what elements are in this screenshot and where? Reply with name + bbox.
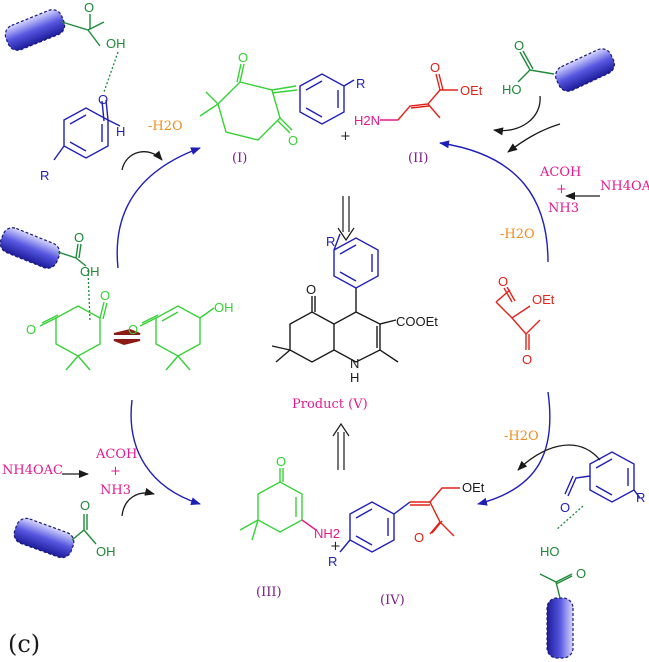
atom-o-benzaldehyde-top: O: [98, 92, 108, 107]
cycle-arrow-left-up: [116, 147, 201, 269]
atom-o-bottom-left-acid: O: [80, 498, 90, 513]
atom-o-top-right-acid: O: [514, 38, 524, 53]
tautomer-equilibrium-arrows: [113, 328, 141, 346]
atom-o-dimedone-keto-2: O: [100, 288, 110, 303]
atom-ho-top-right-acid: HO: [502, 82, 522, 97]
atom-o-compound-I-top: O: [238, 50, 248, 65]
carboxylic-acid-bottom-right: [539, 573, 573, 599]
atom-oh-left-middle-acid: OH: [80, 264, 100, 279]
hollow-arrow-down: [337, 196, 355, 242]
plus-right: +: [556, 182, 567, 197]
label-compound-I: (I): [232, 151, 247, 166]
catalyst-arrow-top-right: [493, 95, 541, 136]
benzaldehyde-top-left: [53, 99, 121, 161]
acoh-left: ACOH: [95, 447, 137, 462]
atom-r-compound-I: R: [356, 76, 365, 91]
benzaldehyde-bottom-right: [564, 451, 641, 503]
catalyst-arrow-top-right-2: [507, 123, 561, 153]
label-product: Product (V): [292, 397, 368, 412]
catalyst-pad-top-right: [555, 48, 615, 92]
atom-o-dimedone-keto-1: O: [26, 322, 36, 337]
plus-sign-bottom: +: [330, 539, 341, 554]
atom-oh-bottom-left-acid: OH: [96, 544, 116, 559]
compound-II-structure: [380, 73, 458, 121]
atom-o-bottom-right-acid: O: [576, 566, 586, 581]
compound-III-structure: [239, 468, 317, 541]
catalyst-pad-left-middle: [0, 227, 61, 269]
atom-oh-top-left-acid: OH: [106, 36, 126, 51]
carboxylic-acid-top-left: [61, 14, 105, 47]
atom-h2n-compound-II: H2N: [354, 113, 380, 128]
product-V-structure: [271, 233, 399, 363]
panel-label: (c): [8, 630, 40, 658]
catalyst-pad-bottom-left: [13, 517, 75, 559]
catalyst-pad-bottom-right: [546, 597, 574, 659]
catalyst-arrow-bottom-right: [517, 444, 601, 471]
dimedone-enol-structure: [139, 305, 215, 371]
minus-water-bottom-right: -H2O: [504, 429, 539, 444]
atom-o-compound-IV: O: [414, 530, 424, 545]
atom-ho-bottom-right-acid: HO: [540, 544, 560, 559]
atom-r-product: R: [326, 234, 335, 249]
catalyst-arrow-bottom-left: [121, 487, 155, 517]
label-compound-III: (III): [256, 585, 282, 600]
atom-oet-compound-II: OEt: [460, 83, 483, 98]
atom-o-left-middle-acid: O: [74, 230, 84, 245]
ethyl-acetoacetate-structure: [495, 286, 541, 350]
atom-h-product: H: [350, 370, 359, 385]
atom-nh2-compound-III: NH2: [314, 526, 340, 541]
cycle-arrow-left-down: [130, 399, 201, 506]
atom-o-benzaldehyde-bottom: O: [560, 500, 570, 515]
atom-o-top-left-acid: O: [84, 0, 94, 15]
compound-I-structure: [199, 63, 355, 141]
carboxylic-acid-bottom-left: [71, 514, 97, 545]
hollow-arrow-up: [332, 422, 350, 470]
atom-o-compound-I-bottom: O: [288, 133, 298, 148]
atom-o-dimedone-enol: O: [128, 322, 138, 337]
carboxylic-acid-top-right: [517, 50, 555, 83]
atom-o-eaa-ester: O: [498, 274, 508, 289]
atom-o-product: O: [306, 282, 316, 297]
atom-cooet-product: COOEt: [396, 314, 438, 329]
atom-r-benzaldehyde-bottom: R: [636, 490, 645, 505]
atom-n-product: N: [350, 356, 359, 371]
minus-water-right: -H2O: [500, 227, 535, 242]
atom-o-eaa-ketone: O: [522, 352, 532, 367]
nh3-right: NH3: [548, 201, 579, 216]
hydrogen-bond-left-middle: [87, 269, 91, 323]
compound-IV-structure: [339, 487, 460, 553]
catalyst-pad-top-left: [4, 9, 66, 51]
plus-sign-top: +: [340, 129, 351, 144]
cycle-arrow-right-bottom: [477, 391, 551, 506]
plus-left: +: [110, 464, 121, 479]
label-compound-II: (II): [408, 151, 428, 166]
atom-o-compound-III: O: [276, 454, 286, 469]
atom-oet-compound-IV: OEt: [462, 480, 485, 495]
atom-oh-dimedone-enol: OH: [214, 300, 234, 315]
dimedone-keto-structure: [39, 301, 108, 371]
atom-h-benzaldehyde-top: H: [116, 124, 125, 139]
label-compound-IV: (IV): [380, 593, 405, 608]
nh3-left: NH3: [100, 483, 131, 498]
nh4oac-left: NH4OAC: [2, 463, 63, 478]
cycle-arrow-right-top: [439, 140, 549, 263]
atom-r-benzaldehyde-top: R: [40, 168, 49, 183]
carboxylic-acid-left-middle: [57, 243, 87, 267]
atom-oet-eaa: OEt: [532, 292, 555, 307]
minus-water-top-left: -H2O: [148, 119, 183, 134]
atom-r-compound-IV: R: [328, 554, 337, 569]
catalyst-arrow-top-left: [121, 150, 163, 171]
atom-o-compound-II: O: [430, 60, 440, 75]
acoh-right: ACOH: [539, 165, 581, 180]
hydrogen-bond-top-left: [103, 51, 119, 93]
nh4oac-right: NH4OAC: [600, 179, 649, 194]
